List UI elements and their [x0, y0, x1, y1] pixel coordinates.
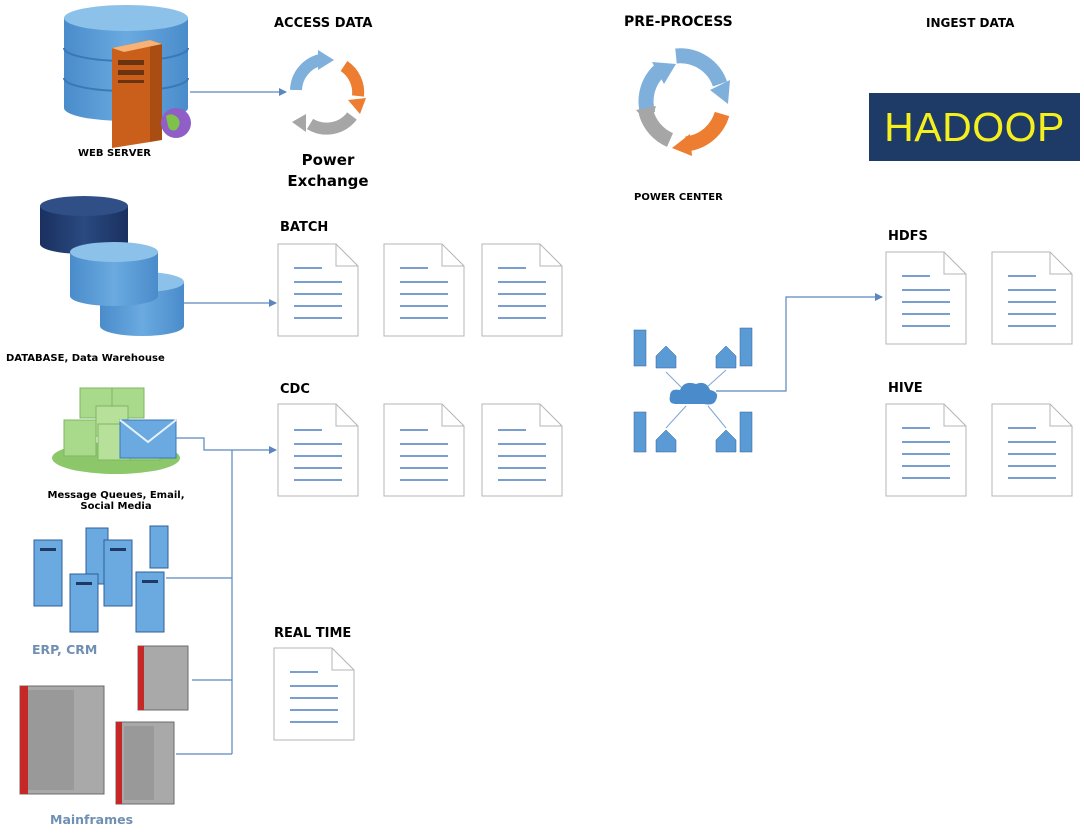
document-icon: [383, 243, 465, 337]
document-icon: [277, 403, 359, 497]
message-queues-label-line1: Message Queues, Email,: [47, 490, 185, 501]
mainframes-label: Mainframes: [50, 812, 134, 827]
mainframe-icon: [19, 645, 189, 805]
erp-crm-label: ERP, CRM: [32, 642, 98, 657]
document-icon: [991, 251, 1073, 345]
hadoop-logo: HADOOP: [869, 93, 1080, 161]
document-icon: [383, 403, 465, 497]
message-queues-label-line2: Social Media: [80, 501, 152, 512]
document-icon: [273, 647, 355, 741]
power-exchange-label-line1: Power: [301, 151, 355, 169]
real-time-documents: [273, 647, 355, 741]
document-icon: [481, 403, 563, 497]
web-server-icon: [63, 5, 191, 148]
message-queue-icon: [52, 387, 180, 474]
cdc-documents: [277, 403, 563, 497]
database-icon: [40, 196, 184, 336]
document-icon: [277, 243, 359, 337]
real-time-label: REAL TIME: [274, 626, 352, 641]
document-icon: [885, 403, 967, 497]
document-icon: [991, 403, 1073, 497]
hadoop-logo-text: HADOOP: [884, 104, 1065, 150]
database-label: DATABASE, Data Warehouse: [6, 353, 165, 364]
power-center-label: POWER CENTER: [634, 192, 723, 203]
power-exchange-label: Power Exchange: [286, 150, 370, 192]
batch-documents: [277, 243, 563, 337]
erp-crm-servers-icon: [33, 525, 169, 633]
pre-process-header: PRE-PROCESS: [624, 14, 733, 30]
connector-lines: [166, 88, 883, 755]
network-cloud-icon: [633, 327, 753, 453]
web-server-label: WEB SERVER: [78, 148, 151, 159]
message-queues-label: Message Queues, Email, Social Media: [26, 490, 206, 512]
hdfs-documents: [885, 251, 1073, 345]
power-center-icon: [636, 48, 730, 156]
hive-documents: [885, 403, 1073, 497]
hdfs-label: HDFS: [888, 229, 928, 244]
power-exchange-icon: [290, 50, 366, 135]
document-icon: [885, 251, 967, 345]
hive-label: HIVE: [888, 381, 923, 396]
power-exchange-label-line2: Exchange: [287, 172, 369, 190]
batch-label: BATCH: [280, 220, 329, 235]
ingest-data-header: INGEST DATA: [926, 16, 1015, 30]
document-icon: [481, 243, 563, 337]
cdc-label: CDC: [280, 382, 310, 397]
access-data-header: ACCESS DATA: [274, 16, 373, 31]
